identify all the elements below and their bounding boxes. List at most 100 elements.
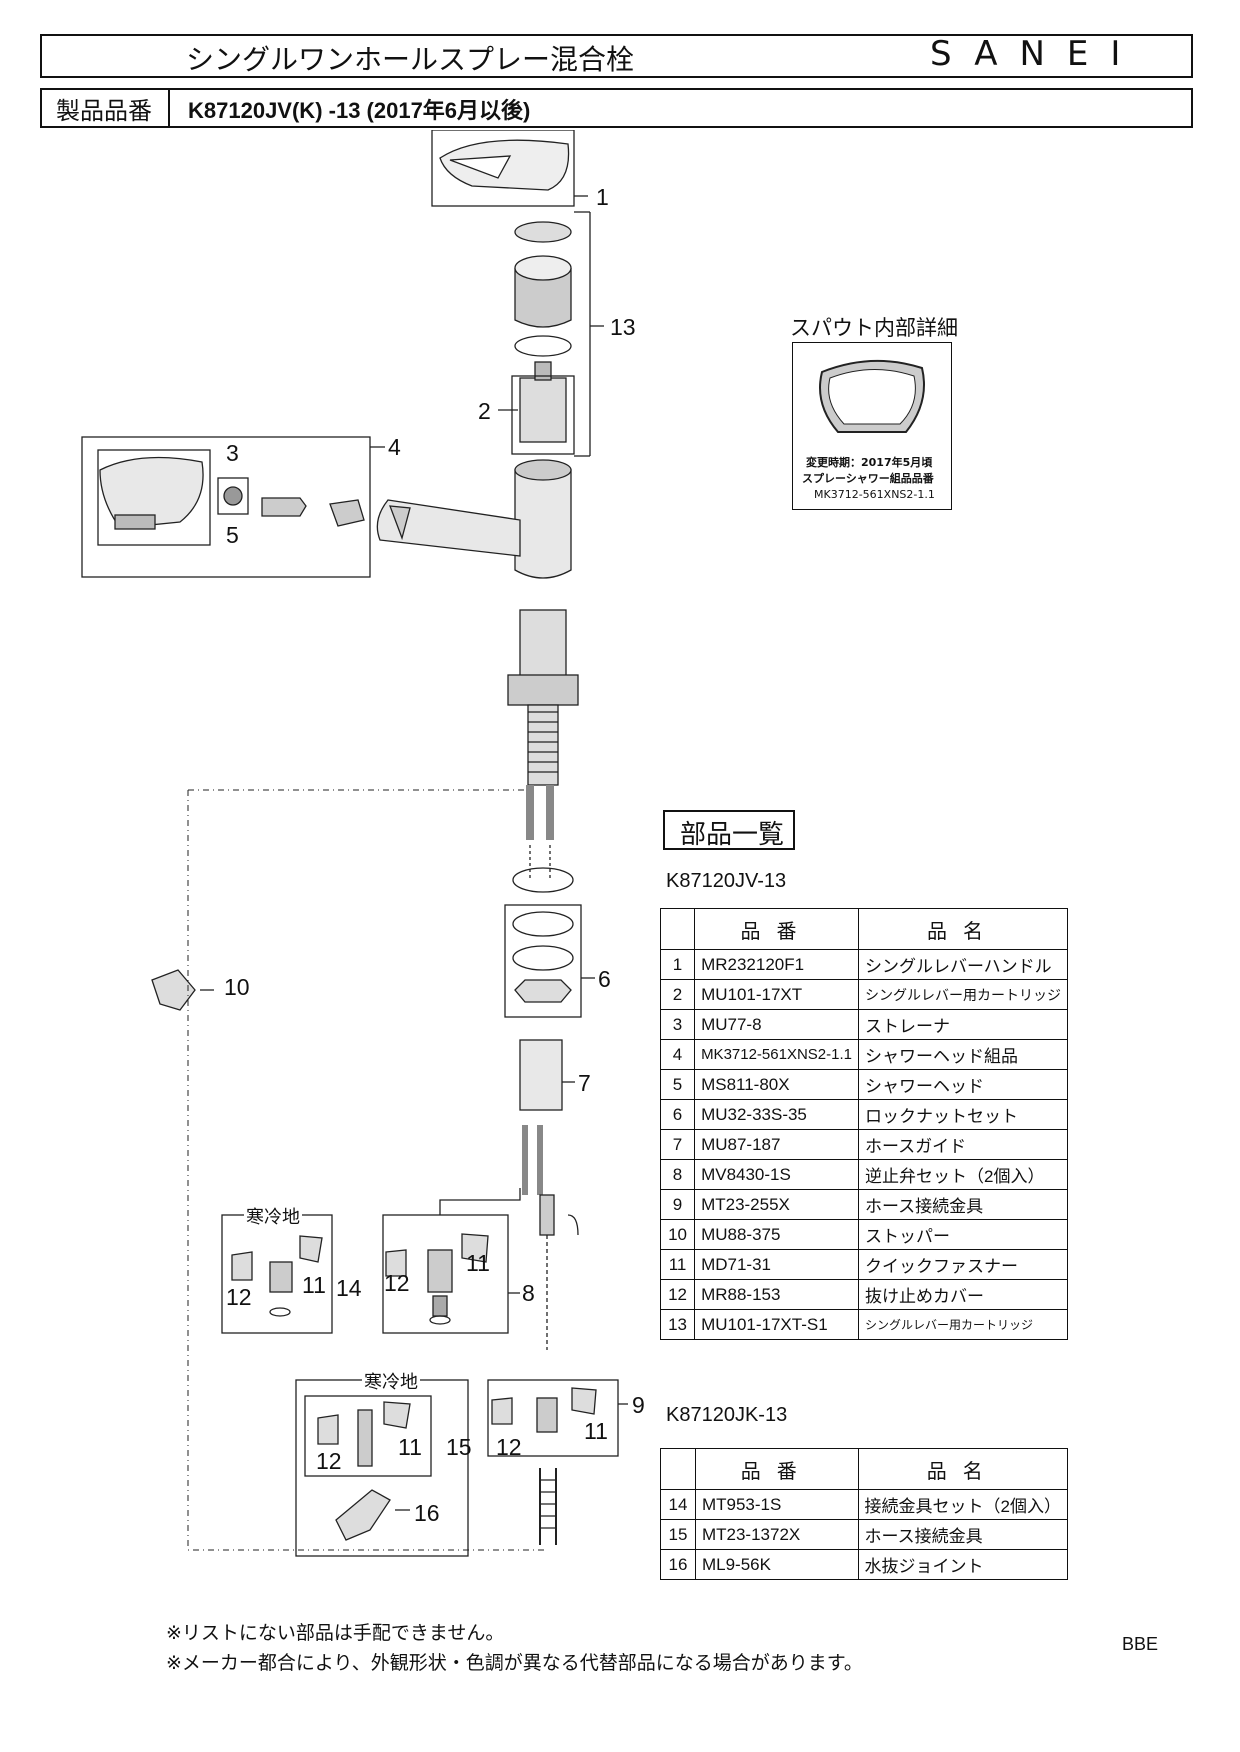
row-no: 14 (660, 1489, 696, 1520)
brand-logo: SANEI (930, 34, 1143, 74)
title-bar (40, 34, 1193, 78)
shower-head (99, 456, 204, 529)
row-code: MT953-1S (694, 1489, 859, 1520)
callout-7: 7 (578, 1070, 591, 1096)
hose-guide (519, 1039, 563, 1111)
cartridge-sleeve (514, 268, 572, 328)
row-no: 3 (659, 1009, 696, 1040)
table-header-row: 品番 品名 (660, 1448, 1069, 1490)
header-blank (660, 1448, 696, 1490)
row-code: MT23-255X (694, 1189, 859, 1220)
row-name: シングルレバー用カートリッジ (858, 1309, 1068, 1340)
cartridge (519, 377, 567, 443)
row-code: MS811-80X (694, 1069, 859, 1100)
check-valve-box (382, 1214, 509, 1334)
product-divider (168, 88, 170, 128)
header-code: 品番 (694, 908, 859, 950)
supply-hoses (526, 785, 554, 840)
table1-model: K87120JV-13 (666, 870, 787, 892)
row-code: MK3712-561XNS2-1.1 (694, 1039, 859, 1070)
spout-section-icon (819, 359, 925, 433)
threaded-shank (527, 704, 559, 786)
spout-arm (376, 499, 521, 557)
callout-12-b: 12 (384, 1270, 410, 1296)
callout-15: 15 (446, 1434, 472, 1460)
row-name: シングルレバー用カートリッジ (858, 979, 1068, 1010)
shower-box (81, 436, 371, 578)
row-no: 4 (659, 1039, 696, 1070)
callout-14: 14 (336, 1275, 362, 1301)
row-no: 8 (659, 1159, 696, 1190)
callout-11-a: 11 (302, 1272, 326, 1298)
swivel-fitting (261, 497, 307, 517)
row-name: シャワーヘッド組品 (858, 1039, 1068, 1070)
callout-10: 10 (224, 974, 250, 1000)
parts-heading: 部品一覧 (680, 820, 785, 850)
hose-nut (329, 499, 365, 527)
row-no: 6 (659, 1099, 696, 1130)
row-no: 13 (659, 1309, 696, 1340)
callout-11-b: 11 (466, 1250, 490, 1276)
row-name: クイックファスナー (858, 1249, 1068, 1280)
callout-2: 2 (478, 398, 491, 424)
row-no: 9 (659, 1189, 696, 1220)
row-name: ロックナットセット (858, 1099, 1068, 1130)
callout-13: 13 (610, 314, 636, 340)
callout-3: 3 (226, 440, 239, 466)
row-no: 1 (659, 949, 696, 980)
row-name: ストレーナ (858, 1009, 1068, 1040)
flex-hose (539, 1468, 557, 1545)
row-name: シャワーヘッド (858, 1069, 1068, 1100)
row-code: MT23-1372X (694, 1519, 859, 1550)
row-no: 16 (660, 1549, 696, 1580)
stopper-clip (151, 969, 196, 1011)
row-code: ML9-56K (694, 1549, 859, 1580)
row-code: MV8430-1S (694, 1159, 859, 1190)
callout-5: 5 (226, 522, 239, 548)
callout-12-d: 12 (496, 1434, 522, 1460)
page-title: シングルワンホールスプレー混合栓 (186, 43, 635, 76)
cold-region-label-1: 寒冷地 (244, 1203, 302, 1229)
row-code: MU32-33S-35 (694, 1099, 859, 1130)
row-code: MR88-153 (694, 1279, 859, 1310)
detail-line3: MK3712-561XNS2-1.1 (814, 488, 935, 501)
handle-box (431, 130, 575, 207)
callout-9: 9 (632, 1392, 645, 1418)
callout-1: 1 (596, 184, 609, 210)
row-code: MD71-31 (694, 1249, 859, 1280)
gasket (512, 867, 574, 893)
row-no: 2 (659, 979, 696, 1010)
row-code: MU101-17XT-S1 (694, 1309, 859, 1340)
row-code: MR232120F1 (694, 949, 859, 980)
row-no: 15 (660, 1519, 696, 1550)
hose-fitting-box (487, 1379, 619, 1457)
snap-ring (514, 335, 572, 357)
callout-12-c: 12 (316, 1448, 342, 1474)
routing-line (187, 789, 547, 1551)
product-label: 製品品番 (56, 97, 152, 125)
detail-title: スパウト内部詳細 (790, 316, 958, 340)
table-header-row: 品番 品名 (659, 908, 1068, 950)
callout-16: 16 (414, 1500, 440, 1526)
detail-box (792, 342, 952, 510)
drain-joint (335, 1489, 391, 1541)
exploded-diagram (81, 130, 628, 1557)
faucet-body (514, 469, 572, 579)
locknut (514, 979, 572, 1003)
row-no: 10 (659, 1219, 696, 1250)
row-name: ストッパー (858, 1219, 1068, 1250)
callout-6: 6 (598, 966, 611, 992)
footer-note-1: ※リストにない部品は手配できません。 (166, 1622, 505, 1644)
row-code: MU101-17XT (694, 979, 859, 1010)
